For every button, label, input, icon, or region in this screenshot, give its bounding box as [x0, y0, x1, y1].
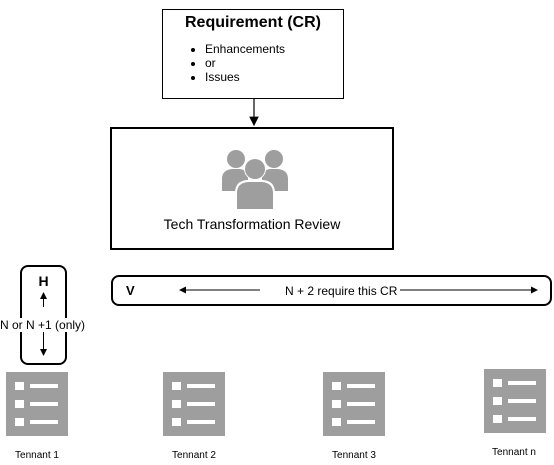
tenant-icon	[323, 372, 385, 441]
requirement-item: Enhancements	[205, 42, 285, 56]
tenant-label: Tennant 3	[332, 450, 376, 461]
users-group-icon	[222, 150, 288, 209]
requirement-box: Requirement (CR) Enhancements or Issues	[162, 9, 344, 99]
tenant-icon	[163, 372, 225, 441]
vertical-double-arrow	[40, 292, 47, 356]
vertical-note: N + 2 require this CR	[282, 284, 401, 298]
tenant-label: Tennant 2	[172, 450, 216, 461]
list-icon	[6, 372, 68, 436]
vertical-label: V	[126, 283, 135, 298]
review-label: Tech Transformation Review	[163, 216, 341, 232]
requirement-list: Enhancements or Issues	[188, 42, 285, 84]
tenant-label: Tennant n	[492, 447, 536, 458]
list-icon	[484, 369, 546, 433]
requirement-item: Issues	[205, 70, 285, 84]
horizontal-note: N or N +1 (only)	[0, 318, 90, 332]
tech-transformation-review-box: Tech Transformation Review	[110, 127, 394, 250]
tenant-icon	[484, 369, 546, 438]
requirement-item: or	[205, 56, 285, 70]
horizontal-box: H	[20, 265, 67, 365]
tenant-icon	[6, 372, 68, 441]
requirement-title: Requirement (CR)	[184, 14, 321, 31]
horizontal-label: H	[38, 273, 49, 289]
list-icon	[163, 372, 225, 436]
list-icon	[323, 372, 385, 436]
tenant-label: Tennant 1	[15, 450, 59, 461]
